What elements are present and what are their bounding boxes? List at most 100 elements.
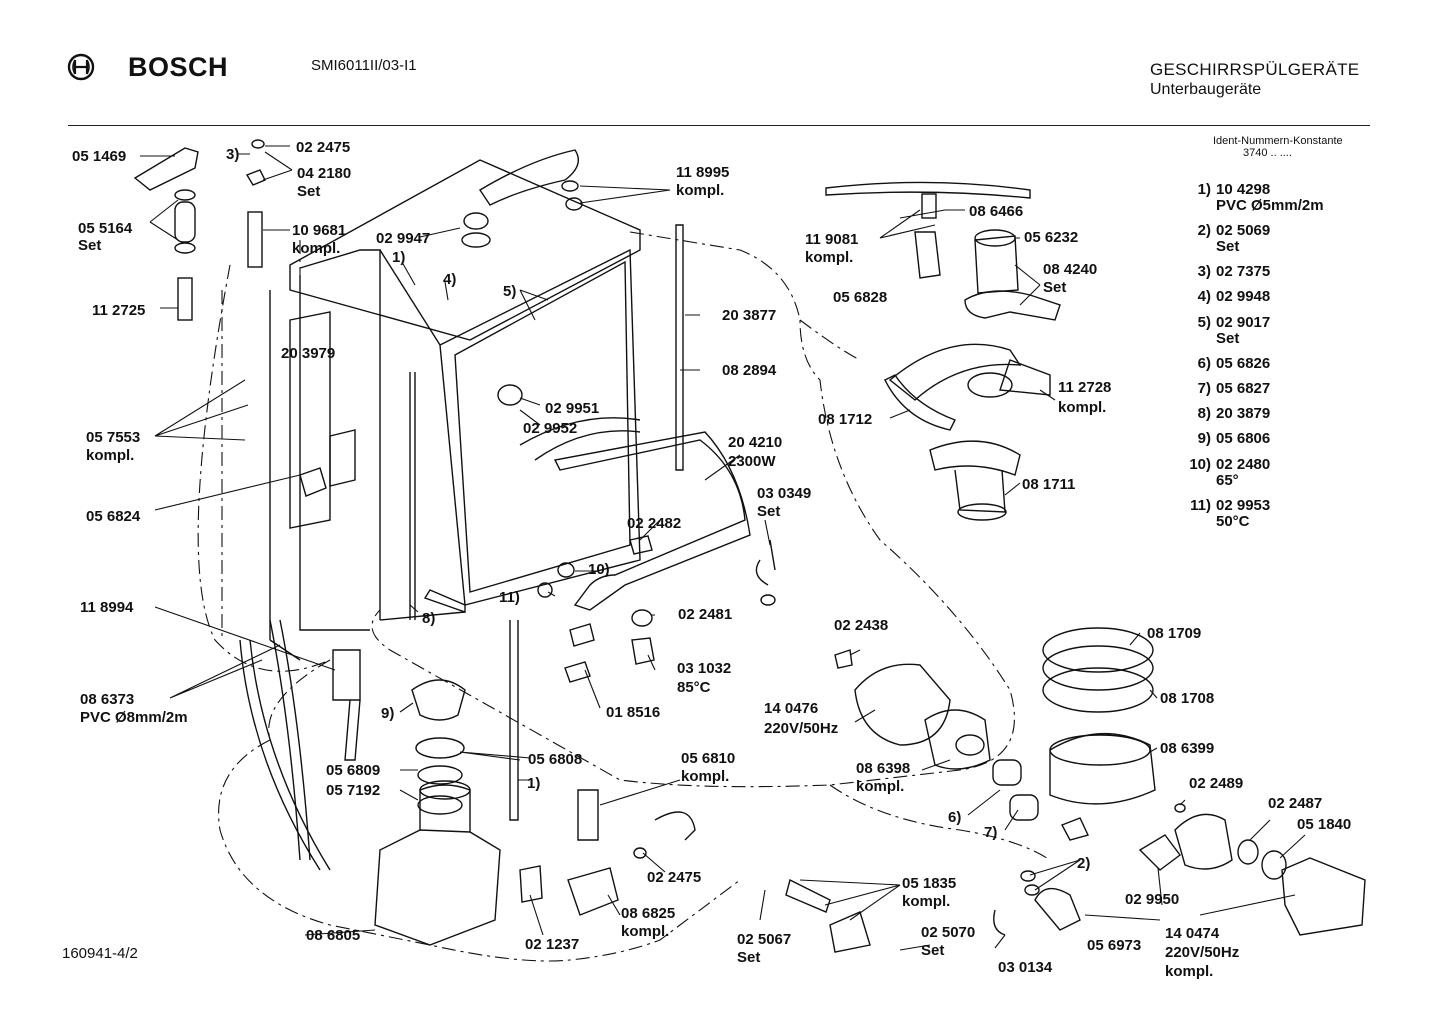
pump-outline (799, 319, 1051, 861)
legend-item-desc: 50°C (1216, 512, 1250, 530)
label-056828: 05 6828 (833, 289, 887, 306)
label-081708: 08 1708 (1160, 690, 1214, 707)
valves (519, 535, 871, 953)
legend-item-code: 10 4298 (1216, 181, 1271, 198)
label-086373: 08 6373 (80, 691, 134, 708)
label-084240: 08 4240 (1043, 261, 1097, 278)
label-025070-set: Set (921, 942, 944, 959)
label-042180: 04 2180 (297, 165, 351, 182)
label-055164-set: Set (78, 237, 101, 254)
ident-title: Ident-Nummern-Konstante (1213, 135, 1343, 147)
label-031032: 03 1032 (677, 660, 731, 677)
legend-item: 4) 02 9948 (1188, 289, 1388, 314)
label-081709: 08 1709 (1147, 625, 1201, 642)
label-086805: 08 6805 (306, 927, 360, 944)
label-084240-set: Set (1043, 279, 1066, 296)
legend-item-desc: Set (1216, 329, 1240, 347)
label-10: 10) (588, 561, 610, 578)
legend-item: 8)20 3879 (1188, 406, 1388, 431)
legend-item-code: 20 3879 (1216, 405, 1271, 423)
legend-item-number: 11) (1190, 496, 1211, 514)
label-5: 5) (503, 283, 516, 300)
brand-name: BOSCH (128, 52, 229, 82)
label-112728: 11 2728 (1058, 379, 1111, 396)
tub-cabinet (269, 159, 641, 661)
label-029947: 02 9947 (376, 230, 430, 247)
label-119081-k: kompl. (805, 249, 853, 266)
label-022438: 02 2438 (834, 617, 888, 634)
label-203877: 20 3877 (722, 307, 776, 324)
legend-item-code: 02 5069 (1216, 222, 1271, 239)
label-9: 9) (381, 705, 394, 722)
legend-item-number: 4) (1197, 288, 1211, 306)
label-030349-set: Set (757, 503, 780, 520)
float-029951 (497, 384, 523, 406)
label-086825: 08 6825 (621, 905, 675, 922)
legend-item-number: 5) (1197, 313, 1211, 331)
label-109681-k: kompl. (292, 240, 340, 257)
door-seal-203877 (675, 224, 684, 471)
legend-item-code: 05 6806 (1216, 430, 1271, 448)
legend-item-code: 02 9948 (1216, 288, 1271, 306)
legend-item-number: 3) (1197, 263, 1211, 280)
label-030349: 03 0349 (757, 485, 811, 502)
label-140476: 14 0476 (764, 700, 818, 717)
label-118995-k: kompl. (676, 182, 724, 199)
model-number: SMI6011II/03-I1 (311, 57, 417, 74)
label-042180-set: Set (297, 183, 320, 200)
label-022482: 02 2482 (627, 515, 681, 532)
label-6: 6) (948, 809, 961, 826)
callout-labels: 05 1469 05 5164 Set 11 2725 3) 02 2475 0… (72, 139, 1351, 980)
legend-item-desc: PVC Ø5mm/2m (1216, 197, 1324, 214)
label-051835: 05 1835 (902, 875, 956, 892)
label-029951: 02 9951 (545, 400, 599, 417)
label-086398-k: kompl. (856, 778, 904, 795)
label-025067: 02 5067 (737, 931, 791, 948)
label-057192: 05 7192 (326, 782, 380, 799)
label-119081: 11 9081 (805, 231, 858, 248)
label-109681: 10 9681 (292, 222, 346, 239)
label-140474: 14 0474 (1165, 925, 1220, 942)
header-divider (68, 125, 1370, 126)
ident-value: 3740 .. .... (1243, 147, 1292, 159)
label-8: 8) (422, 610, 435, 627)
label-140476-v: 220V/50Hz (764, 720, 838, 737)
lower-spray-arm-filters (825, 181, 1061, 521)
label-022481: 02 2481 (678, 606, 732, 623)
label-4: 4) (443, 271, 456, 288)
label-086373-d: PVC Ø8mm/2m (80, 709, 188, 726)
label-056824: 05 6824 (86, 508, 141, 525)
label-055164: 05 5164 (78, 220, 133, 237)
label-031032-t: 85°C (677, 679, 711, 696)
label-204210-w: 2300W (728, 453, 776, 470)
legend-item-number: 7) (1197, 379, 1211, 397)
label-118995: 11 8995 (676, 164, 729, 181)
category-title: GESCHIRRSPÜLGERÄTE (1150, 60, 1360, 79)
tub-outline (371, 231, 1015, 788)
legend-item: 6) 05 6826 (1188, 354, 1388, 381)
subcategory-title: Unterbaugeräte (1150, 81, 1262, 98)
label-081711: 08 1711 (1022, 476, 1075, 493)
legend-item-code: 02 9953 (1216, 496, 1271, 514)
label-030134: 03 0134 (998, 959, 1053, 976)
label-1b: 1) (527, 775, 540, 792)
legend-item-code: 02 9017 (1216, 313, 1271, 331)
label-056973: 05 6973 (1087, 937, 1141, 954)
label-057553: 05 7553 (86, 429, 140, 446)
label-056808: 05 6808 (528, 751, 582, 768)
label-203979: 20 3979 (281, 345, 335, 362)
label-022487: 02 2487 (1268, 795, 1322, 812)
legend-item-number: 6) (1197, 354, 1211, 372)
legend-item-code: 05 6826 (1216, 354, 1271, 372)
leader-lines (140, 145, 1306, 951)
label-056809: 05 6809 (326, 762, 380, 779)
legend-item-code: 05 6827 (1216, 379, 1271, 397)
bosch-logo-icon (67, 53, 95, 81)
label-7: 7) (984, 824, 997, 841)
